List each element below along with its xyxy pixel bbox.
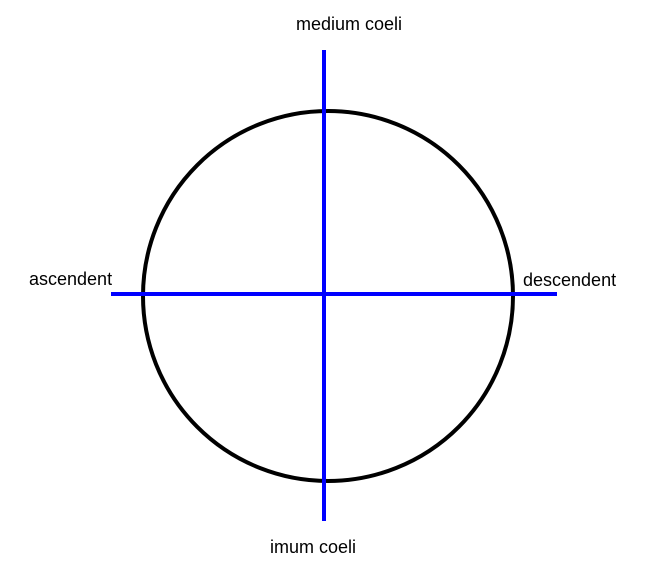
label-medium-coeli: medium coeli bbox=[296, 14, 402, 34]
label-imum-coeli: imum coeli bbox=[270, 537, 356, 557]
label-ascendent: ascendent bbox=[29, 269, 112, 289]
label-descendent: descendent bbox=[523, 270, 616, 290]
